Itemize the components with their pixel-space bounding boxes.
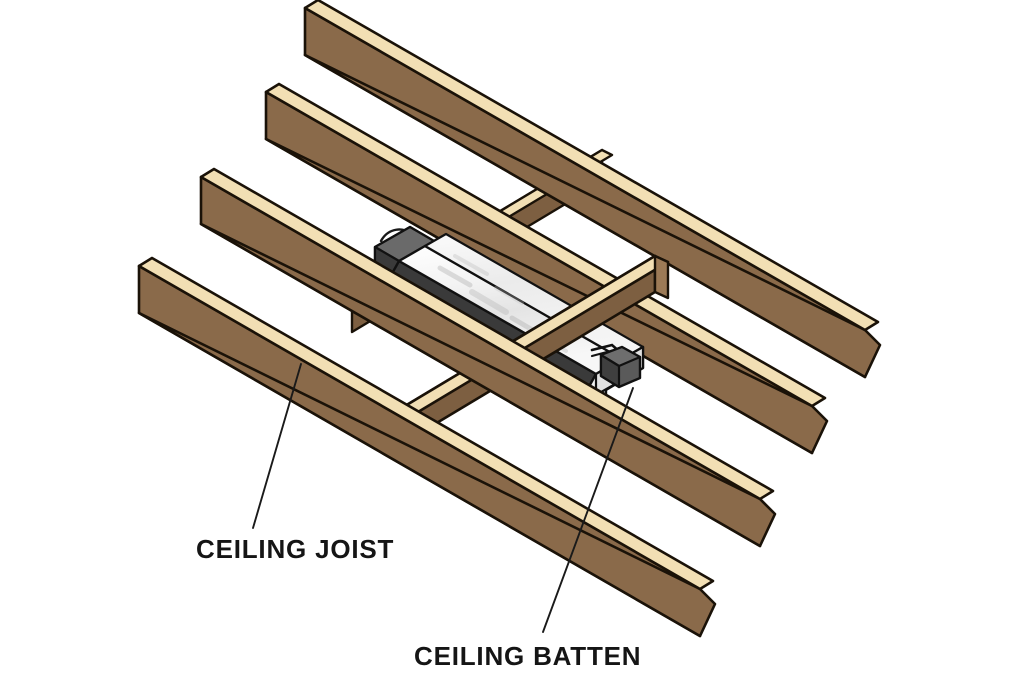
callout-ceiling-batten: CEILING BATTEN (414, 387, 641, 671)
joist-1-end-notch (303, 53, 882, 379)
joist-1-top-face (303, 0, 880, 332)
callout-ceiling-joist: CEILING JOIST (196, 363, 394, 564)
fixture-connector-box-face (599, 353, 621, 389)
joist-3-top-face (199, 167, 775, 501)
joist-3-end-notch (199, 222, 777, 548)
ceiling-batten-label: CEILING BATTEN (414, 641, 641, 671)
batten-main-end-face (653, 254, 670, 300)
ceiling-joist-label: CEILING JOIST (196, 534, 394, 564)
ceiling-batten-leader-line (542, 387, 634, 633)
ceiling-joist-1 (303, 0, 882, 379)
ceiling-joist-3 (199, 167, 777, 548)
joist-4-top-face (137, 256, 715, 591)
ceiling-joist-leader-line (252, 363, 302, 529)
